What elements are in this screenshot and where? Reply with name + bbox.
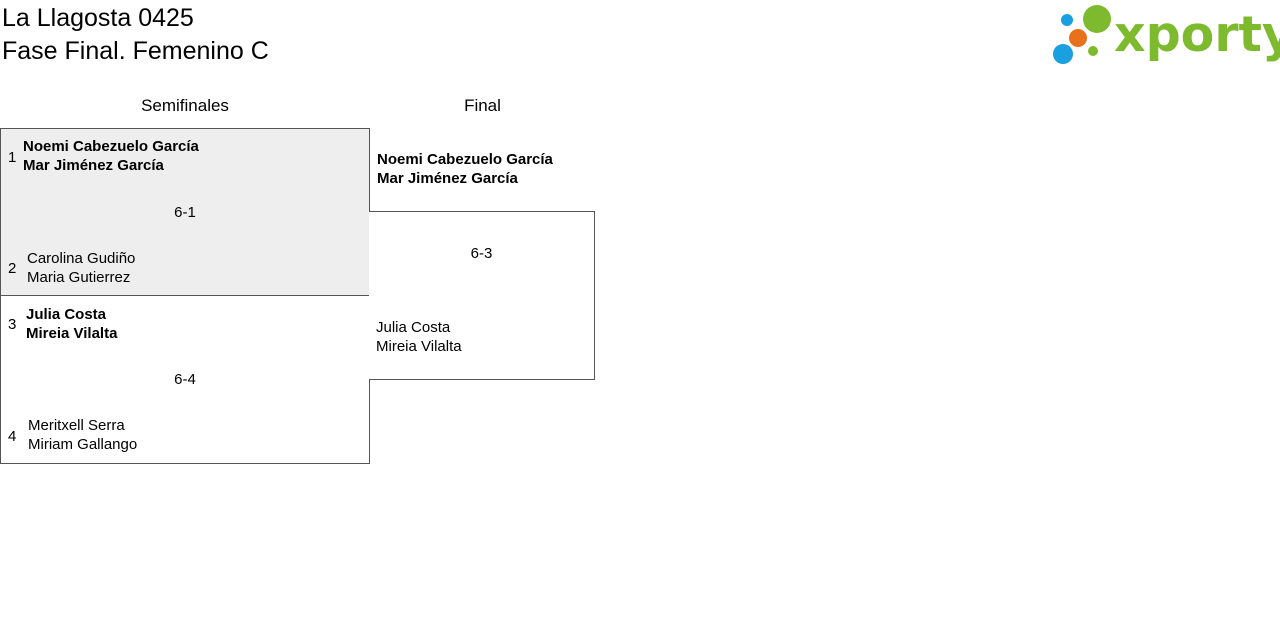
logo-dot-green-small	[1088, 46, 1098, 56]
logo-wordmark: xporty	[1114, 6, 1280, 63]
team-winner: Noemi Cabezuelo García Mar Jiménez Garcí…	[23, 137, 199, 175]
match-score: 6-4	[174, 371, 196, 388]
player-name: Julia Costa	[26, 306, 107, 323]
seed-number: 2	[8, 260, 17, 277]
match-score: 6-1	[174, 204, 196, 221]
seed-number: 3	[8, 316, 17, 333]
player-name: Maria Gutierrez	[27, 269, 131, 286]
player-name: Noemi Cabezuelo García	[377, 151, 553, 168]
round-header-final: Final	[464, 96, 501, 115]
round-header-semifinals: Semifinales	[141, 96, 229, 115]
player-name: Meritxell Serra	[28, 417, 125, 434]
seed-number: 4	[8, 428, 17, 445]
logo-dot-green-large	[1083, 5, 1111, 33]
xporty-logo[interactable]: xporty	[1050, 4, 1280, 68]
logo-dot-blue-small	[1061, 14, 1073, 26]
player-name: Mireia Vilalta	[376, 338, 462, 355]
logo-dot-blue	[1053, 44, 1073, 64]
final-match[interactable]: 6-3 Julia Costa Mireia Vilalta	[369, 211, 595, 380]
team-winner: Julia Costa Mireia Vilalta	[26, 305, 117, 343]
player-name: Miriam Gallango	[28, 436, 138, 453]
player-name: Julia Costa	[376, 319, 451, 336]
player-name: Mireia Vilalta	[26, 325, 118, 342]
final-team-runner-up: Julia Costa Mireia Vilalta	[376, 318, 462, 356]
seed-number: 1	[8, 149, 17, 166]
player-name: Carolina Gudiño	[27, 250, 136, 267]
phase-title: Fase Final. Femenino C	[2, 37, 269, 65]
logo-dot-orange	[1069, 29, 1087, 47]
player-name: Noemi Cabezuelo García	[23, 138, 199, 155]
final-team-winner: Noemi Cabezuelo García Mar Jiménez Garcí…	[377, 150, 553, 188]
match-score: 6-3	[470, 245, 493, 262]
player-name: Mar Jiménez García	[23, 157, 164, 174]
team-loser: Meritxell Serra Miriam Gallango	[28, 416, 137, 454]
semifinal-match-1[interactable]: 1 Noemi Cabezuelo García Mar Jiménez Gar…	[0, 128, 370, 296]
player-name: Mar Jiménez García	[377, 170, 518, 187]
semifinal-match-2[interactable]: 3 Julia Costa Mireia Vilalta 6-4 4 Merit…	[0, 295, 370, 464]
tournament-title: La Llagosta 0425	[2, 4, 194, 32]
team-loser: Carolina Gudiño Maria Gutierrez	[27, 249, 135, 287]
